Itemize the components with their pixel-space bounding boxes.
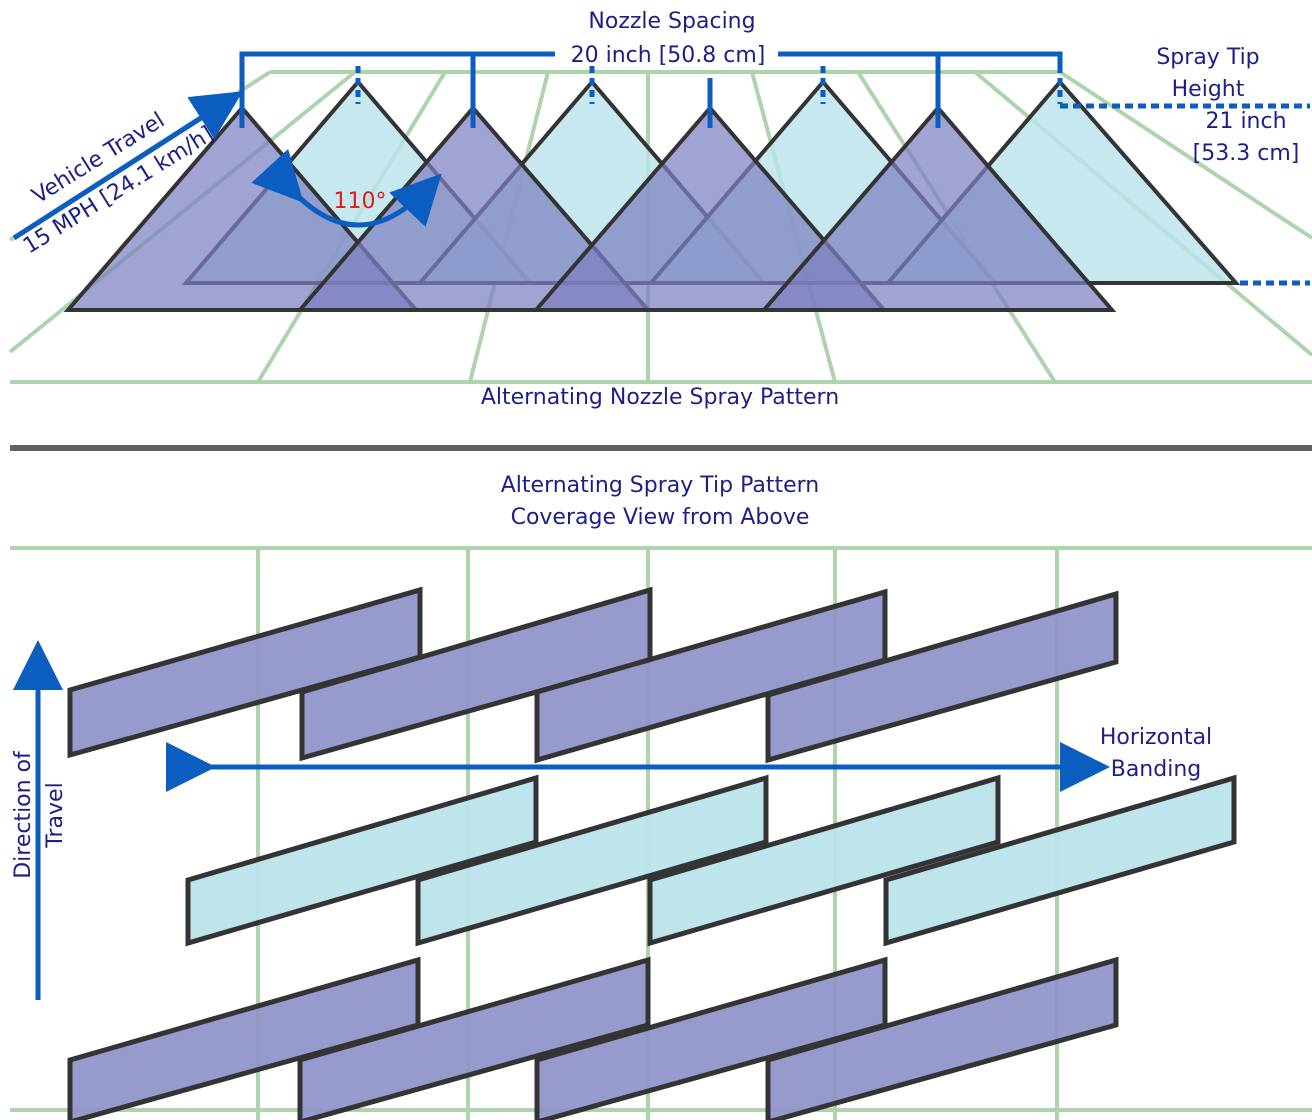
spray-tip-height-inch: 21 inch [1205,109,1286,134]
coverage-row-2 [185,774,1237,947]
spray-tip-height-guides [1060,103,1310,286]
nozzle-spacing-value: 20 inch [50.8 cm] [571,43,766,68]
spray-angle-label: 110° [334,189,387,214]
spray-triangle-purple [759,104,1117,312]
spray-tip-height-label-2: Height [1172,77,1245,102]
nozzle-spacing-label: Nozzle Spacing [588,9,755,34]
spray-tip-height-cm: [53.3 cm] [1193,141,1300,166]
bottom-title: Alternating Spray Tip Pattern [501,473,820,498]
coverage-band-purple [297,956,651,1120]
coverage-band-purple [765,590,1119,764]
spray-triangle-purple [531,104,889,312]
bottom-subtitle: Coverage View from Above [511,505,810,530]
coverage-band-cyan [883,774,1237,947]
direction-of-travel-label: Direction of [11,750,36,879]
spray-tip-height-label: Spray Tip [1156,45,1259,70]
coverage-row-1 [67,586,1119,764]
coverage-band-purple [765,956,1119,1120]
coverage-row-3 [67,956,1119,1120]
coverage-band-cyan [415,774,769,947]
front-nozzle-spray-triangles [63,104,1117,312]
direction-of-travel-label-2: Travel [43,782,68,848]
spray-angle-arc [251,148,442,228]
vehicle-travel-arrow [12,91,243,241]
coverage-band-cyan [647,774,1001,947]
horizontal-banding-label: Horizontal [1100,725,1212,750]
coverage-band-cyan [185,774,539,947]
horizontal-banding-label-2: Banding [1111,757,1202,782]
top-caption: Alternating Nozzle Spray Pattern [481,385,839,410]
